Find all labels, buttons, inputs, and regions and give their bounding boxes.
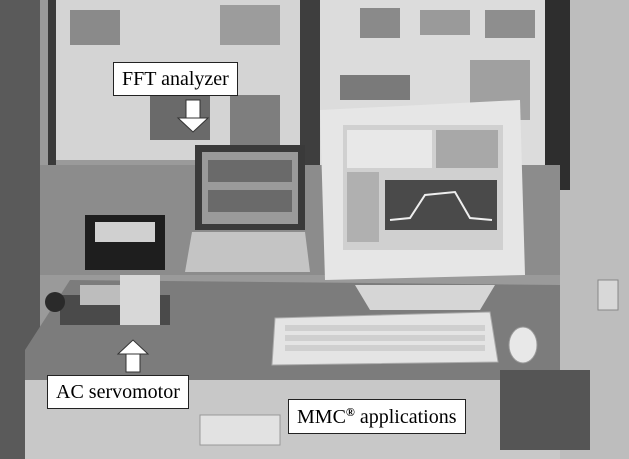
poster-right-img4 [340,75,410,100]
wall-socket [597,279,619,311]
monitor-plot [385,180,497,230]
mouse [508,326,538,364]
keyboard-keys [285,325,485,351]
mmc-text: MMC [297,406,346,428]
poster-right-img2 [420,10,470,35]
mmc-applications-label: MMC® applications [288,399,466,434]
poster-right-frame-right [545,0,570,190]
monitor-win-left [347,172,379,242]
ac-servomotor-text: AC servomotor [56,381,180,403]
poster-left-img1 [150,90,210,140]
servo-coupling [80,285,120,305]
amplifier-panel [95,222,155,242]
laptop-trace2 [208,190,292,212]
servo-motor [120,275,160,325]
poster-right-frame [300,0,320,180]
applications-text: applications [354,406,457,428]
monitor-win-top [347,130,432,168]
fft-analyzer-text: FFT analyzer [122,68,229,90]
poster-right-img1 [360,8,400,38]
arrow-up-icon [116,339,150,373]
servo-end [45,292,65,312]
monitor-win-topright [436,130,498,168]
drawer [199,414,281,446]
poster-right-img3 [485,10,535,38]
laptop-trace1 [208,160,292,182]
laptop-keyboard [185,232,310,272]
poster-left-img2 [70,10,120,45]
ac-servomotor-label: AC servomotor [47,375,189,409]
poster-left-img4 [230,95,280,145]
poster-left-img3 [220,5,280,45]
monitor-stand [355,285,495,310]
instrument-rack [500,370,590,450]
monitor-plot-trace [389,190,493,221]
poster-left-frame [48,0,56,165]
registered-mark: ® [345,405,355,419]
arrow-down-icon [176,99,210,133]
fft-analyzer-label: FFT analyzer [113,62,238,96]
